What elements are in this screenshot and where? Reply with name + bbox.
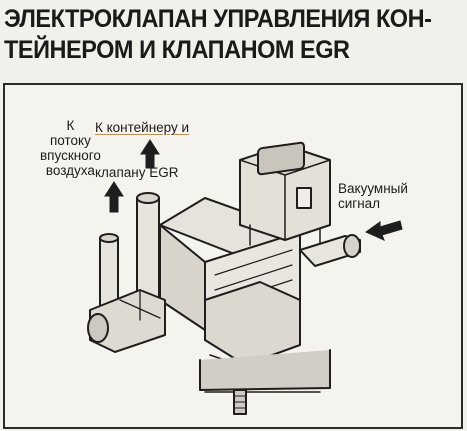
label-to-container-line2: клапану EGR bbox=[95, 165, 179, 180]
label-to-intake-air: К потоку впускного воздуха bbox=[40, 118, 101, 178]
mounting-bracket bbox=[199, 349, 331, 391]
page-title: ЭЛЕКТРОКЛАПАН УПРАВЛЕНИЯ КОН- ТЕЙНЕРОМ И… bbox=[4, 4, 438, 66]
label-to-container-egr: К контейнеру и клапану EGR bbox=[95, 90, 189, 195]
arrow-up-container bbox=[140, 139, 160, 169]
label-to-container-line1: К контейнеру и bbox=[95, 120, 190, 135]
intake-nozzle bbox=[99, 237, 119, 309]
valve-lower-housing bbox=[204, 281, 301, 366]
title-line-2: ТЕЙНЕРОМ И КЛАПАНОМ EGR bbox=[4, 36, 350, 64]
title-line-1: ЭЛЕКТРОКЛАПАН УПРАВЛЕНИЯ КОН- bbox=[4, 5, 432, 33]
arrow-up-intake bbox=[104, 181, 124, 213]
arrow-left-vacuum bbox=[364, 220, 403, 241]
label-vacuum-signal: Вакуумный сигнал bbox=[338, 181, 408, 211]
upper-nozzle bbox=[136, 197, 160, 304]
